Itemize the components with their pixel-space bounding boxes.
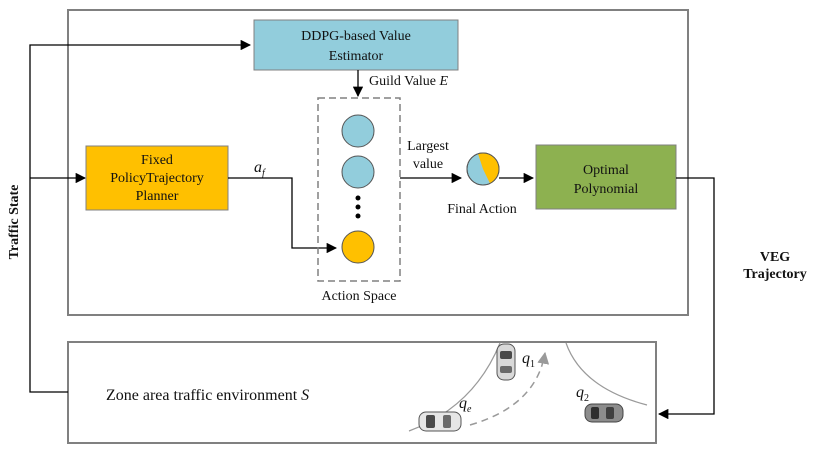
vehicle-q1-icon xyxy=(496,343,516,381)
final-action-label: Final Action xyxy=(447,202,517,217)
optimal-line1: Optimal xyxy=(583,163,629,178)
traffic-state-label: Traffic State xyxy=(7,185,22,260)
ddpg-value-estimator-box xyxy=(253,19,459,71)
planner-line2: PolicyTrajectory xyxy=(110,171,204,186)
action-circle-selected xyxy=(341,230,375,264)
ellipsis-dot-1 xyxy=(355,195,361,201)
qe-label: qe xyxy=(459,395,472,415)
action-circle-1 xyxy=(341,114,375,148)
environment-frame xyxy=(67,341,657,444)
road-edge-right xyxy=(565,342,648,406)
guide-value-label: Guild Value E xyxy=(369,74,449,89)
optimal-line2: Polynomial xyxy=(574,182,639,197)
af-arrow xyxy=(228,177,338,254)
af-label: af xyxy=(254,159,266,179)
estimator-line2: Estimator xyxy=(329,49,384,64)
action-circle-2 xyxy=(341,155,375,189)
action-space-label: Action Space xyxy=(321,289,396,304)
veg-trajectory-line xyxy=(657,177,715,420)
q2-label: q2 xyxy=(576,384,589,404)
optimal-polynomial-box xyxy=(535,144,677,210)
veg-label: VEG xyxy=(760,250,790,265)
environment-label: Zone area traffic environment S xyxy=(106,387,309,404)
largest-value-line2: value xyxy=(413,157,443,172)
ellipsis-dot-2 xyxy=(355,204,361,210)
planner-line3: Planner xyxy=(136,189,179,204)
ellipsis-dot-3 xyxy=(355,213,361,219)
vehicle-q2-icon xyxy=(584,403,624,423)
largest-value-line1: Largest xyxy=(407,139,449,154)
planned-path xyxy=(469,351,550,426)
estimator-line1: DDPG-based Value xyxy=(301,29,411,44)
fixed-policy-trajectory-planner-box xyxy=(85,145,229,211)
planner-line1: Fixed xyxy=(141,153,173,168)
final-action-icon xyxy=(466,152,500,186)
vehicle-qe-icon xyxy=(418,411,462,432)
q1-label: q1 xyxy=(522,350,535,370)
traffic-state-line xyxy=(29,39,252,393)
trajectory-label: Trajectory xyxy=(743,267,806,282)
